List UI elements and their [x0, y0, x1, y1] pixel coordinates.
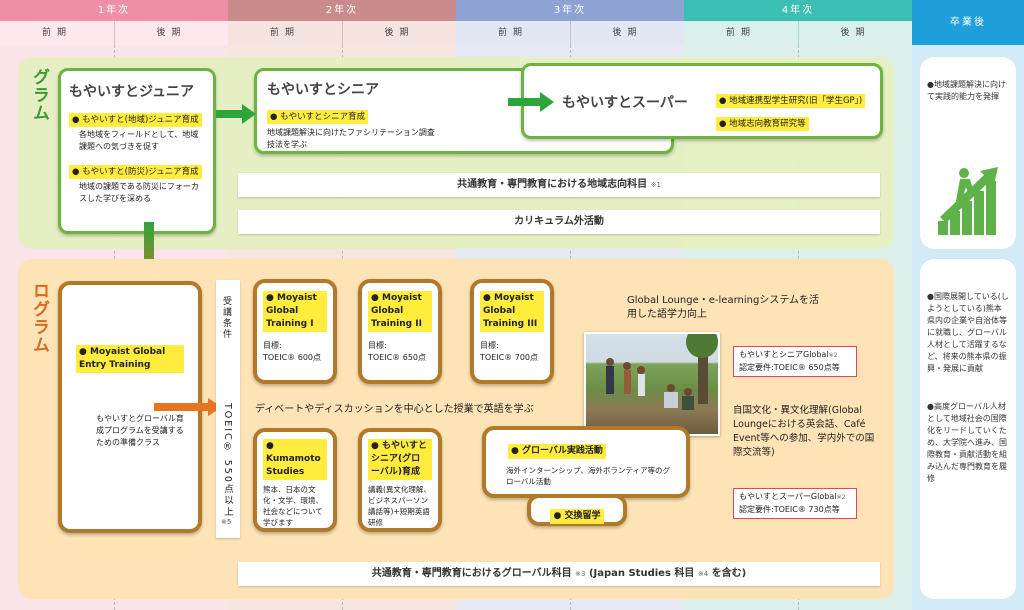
mgt3-title: ● Moyaist Global Training III: [480, 291, 544, 332]
lounge-text: Global Lounge・e-learningシステムを活用した語学力向上: [627, 295, 820, 320]
junior-disaster-tag: ● もやいすと(防災)ジュニア育成: [69, 165, 202, 179]
practice-title: ● グローバル実践活動: [496, 438, 676, 459]
practice-box: ● グローバル実践活動 海外インターンシップ、海外ボランティア等のグローバル活動: [482, 426, 690, 498]
after-outcome2: ●国際展開している(しようとしている)熊本県内の企業や自治体等に就職し、グローバ…: [927, 292, 1009, 373]
photo-field-activity: [584, 332, 720, 436]
after-outcome3: ●高度グローバル人材として地域社会の国際化をリードしていくため、大学院へ進み、国…: [927, 402, 1007, 483]
mgt2-box: ● Moyaist Global Training II 目標: TOEIC® …: [358, 279, 442, 384]
arrow-entry-to-condition: [154, 398, 222, 416]
super-item2: ● 地域志向教育研究等: [716, 117, 809, 131]
note: ※1: [650, 181, 661, 189]
mgt1-box: ● Moyaist Global Training I 目標: TOEIC® 6…: [253, 279, 337, 384]
condition-label: 受講条件: [221, 296, 231, 340]
kumamoto-title: ● Kumamoto Studies: [263, 439, 327, 480]
mgt1-goal: 目標:: [263, 341, 282, 350]
mgt2-title: ● Moyaist Global Training II: [368, 291, 432, 332]
term-y1-first: 前期: [0, 21, 114, 45]
junior-disaster-text: 地域の課題である防災にフォーカスした学びを深める: [79, 182, 199, 203]
mgt3-score: TOEIC® 700点: [480, 353, 538, 362]
kumamoto-text: 熊本、日本の文化・文学、環境、社会などについて学びます: [263, 485, 323, 527]
junior-title: もやいすとジュニア: [69, 84, 195, 100]
after-header: 卒業後: [912, 0, 1024, 45]
kumamoto-box: ● Kumamoto Studies 熊本、日本の文化・文学、環境、社会などにつ…: [253, 428, 337, 532]
year2-header: 2年次: [228, 0, 456, 21]
note: ※4: [697, 570, 709, 578]
junior-local-tag: ● もやいすと(地域)ジュニア育成: [69, 113, 202, 127]
senior-global-course-text: 講義(異文化理解、ビジネスパーソン講話等)+短期英語研修: [368, 485, 431, 527]
climber-stairs-icon: [938, 167, 998, 235]
mgt2-goal: 目標:: [368, 341, 387, 350]
senior-global-box: もやいすとシニアGlobal※2 認定要件:TOEIC® 650点等: [733, 346, 857, 377]
note: ※3: [575, 570, 586, 578]
program1-extra-bar: カリキュラム外活動: [238, 210, 880, 234]
term-y1-second: 後期: [114, 21, 228, 45]
entry-text: もやいすとグローバル育成プログラムを受講するための準備クラス: [96, 414, 184, 447]
senior-global-course-box: ● もやいすとシニア(グローバル)育成 講義(異文化理解、ビジネスパーソン講話等…: [358, 428, 442, 532]
senior-title: もやいすとシニア: [267, 82, 379, 98]
junior-box: もやいすとジュニア ● もやいすと(地域)ジュニア育成 各地域をフィールドとして…: [58, 68, 216, 234]
super-title: もやいすとスーパー: [562, 95, 688, 111]
term-y3-first: 前期: [456, 21, 570, 45]
note: ※2: [828, 352, 838, 359]
senior-global-course-title: ● もやいすとシニア(グローバル)育成: [368, 439, 432, 480]
year4-header: 4年次: [684, 0, 912, 21]
exchange-box: ● 交換留学: [527, 494, 627, 526]
note: ※2: [836, 494, 846, 501]
culture-text: 自国文化・異文化理解(Global Loungeにおける英会話、Café Eve…: [733, 405, 875, 458]
practice-text: 海外インターンシップ、海外ボランティア等のグローバル活動: [506, 466, 670, 486]
term-y4-second: 後期: [798, 21, 912, 45]
after-panel-top: ●地域課題解決に向けて実践的能力を発揮: [920, 57, 1016, 249]
arrow-junior-to-senior: [216, 104, 256, 124]
mgt3-box: ● Moyaist Global Training III 目標: TOEIC®…: [470, 279, 554, 384]
term-y4-first: 前期: [684, 21, 798, 45]
debate-text: ディベートやディスカッションを中心とした授業で英語を学ぶ: [255, 404, 534, 415]
term-y3-second: 後期: [570, 21, 684, 45]
after-outcome1: ●地域課題解決に向けて実践的能力を発揮: [927, 80, 1006, 101]
toeic-note: ※5: [221, 518, 232, 526]
super-box: もやいすとスーパー ● 地域連携型学生研究(旧「学生GP」) ● 地域志向教育研…: [521, 63, 883, 139]
arrow-senior-to-super: [508, 92, 554, 112]
mgt1-title: ● Moyaist Global Training I: [263, 291, 327, 332]
term-y2-second: 後期: [342, 21, 456, 45]
exchange-title: ● 交換留学: [550, 509, 604, 524]
year3-header: 3年次: [456, 0, 684, 21]
senior-tag: ● もやいすとシニア育成: [267, 110, 369, 124]
junior-local-text: 各地域をフィールドとして、地域課題への気づきを促す: [79, 130, 199, 151]
after-panel-bottom: ●国際展開している(しようとしている)熊本県内の企業や自治体等に就職し、グローバ…: [920, 259, 1016, 599]
term-y2-first: 前期: [228, 21, 342, 45]
mgt1-score: TOEIC® 600点: [263, 353, 321, 362]
mgt2-score: TOEIC® 650点: [368, 353, 426, 362]
year1-header: 1年次: [0, 0, 228, 21]
mgt3-goal: 目標:: [480, 341, 499, 350]
condition-strip: [216, 280, 240, 538]
program1-common-bar: 共通教育・専門教育における地域志向科目 ※1: [238, 173, 880, 197]
senior-text: 地域課題解決に向けたファシリテーション調査技法を学ぶ: [267, 128, 435, 149]
toeic-condition: TOEIC® 550点以上: [222, 403, 233, 519]
super-item1: ● 地域連携型学生研究(旧「学生GP」): [716, 94, 866, 108]
entry-title: ● Moyaist Global Entry Training: [76, 345, 184, 373]
program2-common-bar: 共通教育・専門教育におけるグローバル科目 ※3 (Japan Studies 科…: [238, 562, 880, 586]
super-global-box: もやいすとスーパーGlobal※2 認定要件:TOEIC® 730点等: [733, 488, 857, 519]
